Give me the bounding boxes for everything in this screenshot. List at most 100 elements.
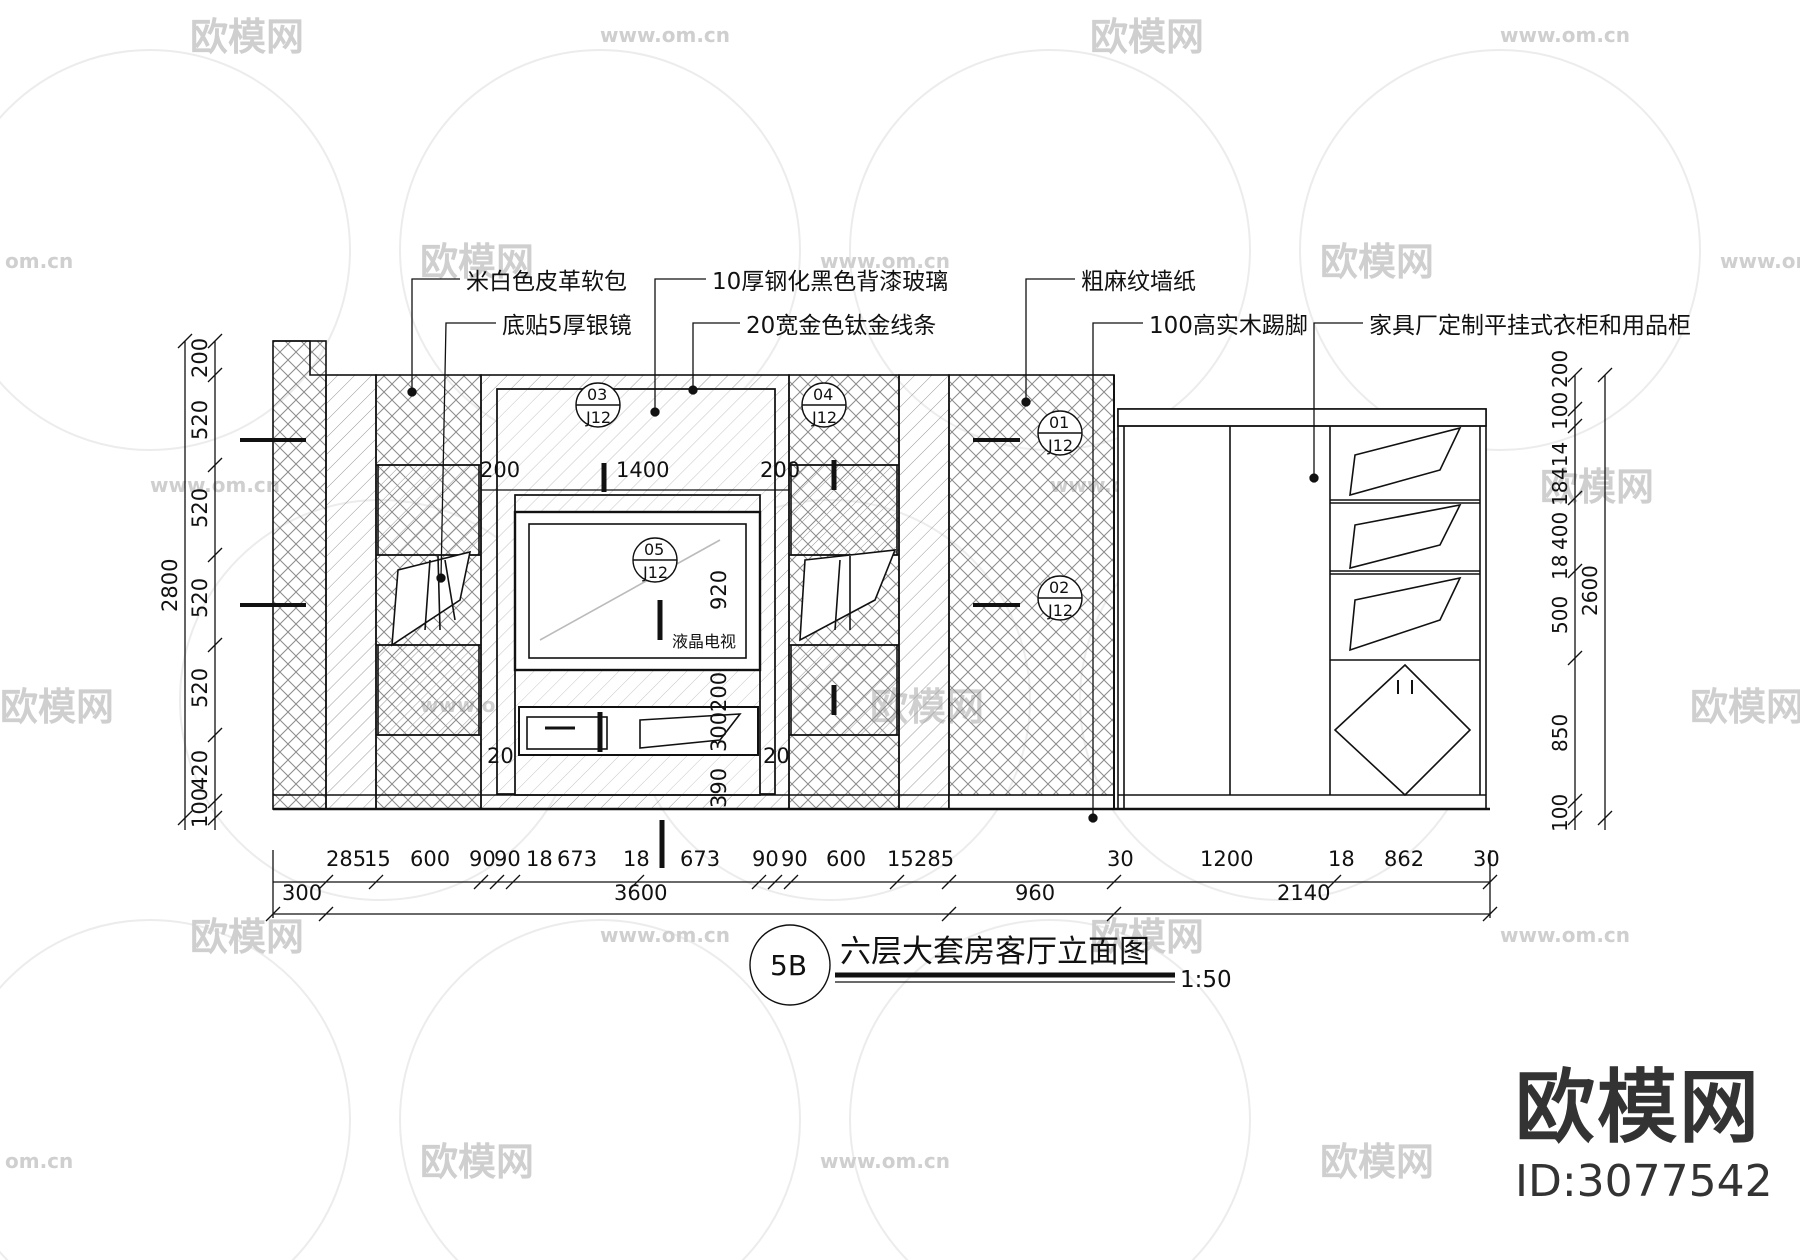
svg-text:18: 18 [1328,847,1355,871]
inner-dimensions: 1400 200 200 920 200 300 390 20 20 [480,458,800,808]
wardrobe-door-diamond [1333,663,1472,797]
svg-text:20: 20 [763,744,790,768]
watermark-logo: 欧模网 [1320,240,1434,284]
watermark-logo: 欧模网 [1540,465,1654,509]
svg-text:05: 05 [644,540,664,559]
left-vertical-labels: 200 520 520 520 520 420 100 2800 [158,338,212,828]
svg-text:520: 520 [188,400,212,440]
svg-text:J12: J12 [811,408,837,427]
svg-text:01: 01 [1049,413,1069,432]
svg-text:1400: 1400 [616,458,669,482]
svg-text:520: 520 [188,488,212,528]
svg-text:3600: 3600 [614,881,667,905]
watermark-site: www.om.cn [600,923,730,947]
svg-text:90: 90 [469,847,496,871]
svg-text:600: 600 [410,847,450,871]
svg-text:04: 04 [813,385,833,404]
watermark-logo: 欧模网 [420,1140,534,1184]
wardrobe [1117,408,1487,810]
svg-text:2140: 2140 [1277,881,1330,905]
svg-text:1200: 1200 [1200,847,1253,871]
bottom-dims [265,850,1498,922]
right-vertical-dims [1567,367,1613,830]
svg-text:200: 200 [707,672,731,712]
svg-text:390: 390 [707,768,731,808]
callout-02: 02 J12 [1037,575,1083,621]
watermark-short: om.cn [5,1149,73,1173]
svg-text:200: 200 [760,458,800,482]
watermark-site: www.om.cn [1500,923,1630,947]
svg-text:J12: J12 [1047,436,1073,455]
label-leather: 米白色皮革软包 [466,269,627,295]
svg-text:420: 420 [188,750,212,790]
title-block: 5B 六层大套房客厅立面图 1:50 [749,924,1232,1006]
svg-text:15: 15 [364,847,391,871]
bottom-dim-labels: 285 15 600 90 90 18 673 18 673 90 90 600… [282,847,1500,905]
title-text: 六层大套房客厅立面图 [840,934,1150,970]
svg-text:200: 200 [480,458,520,482]
callouts: 03 J12 04 J12 05 J12 01 J12 02 J12 [575,382,1083,621]
svg-text:15: 15 [887,847,914,871]
svg-text:850: 850 [1548,714,1572,752]
svg-text:03: 03 [587,385,607,404]
wallpaper-section [948,374,1115,810]
label-tv: 液晶电视 [672,632,736,651]
svg-text:J12: J12 [585,408,611,427]
watermark-logo: 欧模网 [420,240,534,284]
svg-text:30: 30 [1107,847,1134,871]
label-skirting: 100高实木踢脚 [1149,313,1308,339]
callout-01: 01 J12 [1037,410,1083,456]
watermark-logo: 欧模网 [190,15,304,59]
svg-text:18: 18 [1548,555,1572,580]
svg-text:J12: J12 [1047,601,1073,620]
svg-text:300: 300 [282,881,322,905]
watermark-logo: 欧模网 [1690,685,1800,729]
right-vertical-labels: 200 100 414 18 400 18 500 850 100 2600 [1548,350,1602,832]
svg-text:90: 90 [494,847,521,871]
svg-text:414: 414 [1548,442,1572,480]
svg-text:673: 673 [557,847,597,871]
svg-text:18: 18 [623,847,650,871]
svg-text:600: 600 [826,847,866,871]
svg-text:200: 200 [188,338,212,378]
watermark-logo: 欧模网 [1320,1140,1434,1184]
wall-elevation [272,340,1490,868]
svg-text:2600: 2600 [1578,565,1602,616]
svg-text:960: 960 [1015,881,1055,905]
svg-text:100: 100 [1548,794,1572,832]
callout-05: 05 J12 [632,537,678,583]
svg-text:520: 520 [188,668,212,708]
svg-text:920: 920 [707,570,731,610]
svg-text:90: 90 [752,847,779,871]
brand-logo-text: 欧模网 [1515,1061,1761,1154]
watermark-logo: 欧模网 [190,915,304,959]
watermark-logo: 欧模网 [1090,915,1204,959]
svg-text:30: 30 [1473,847,1500,871]
svg-text:862: 862 [1384,847,1424,871]
watermark-site: www.om.cn [1720,249,1800,273]
lcd-tv [513,510,762,672]
watermark-short: om.cn [5,249,73,273]
svg-text:520: 520 [188,578,212,618]
material-labels: 米白色皮革软包 底贴5厚银镜 10厚钢化黑色背漆玻璃 20宽金色钛金线条 粗麻纹… [466,269,1691,651]
right-pilaster [898,374,950,810]
svg-text:200: 200 [1548,350,1572,388]
svg-text:90: 90 [781,847,808,871]
watermark-logo: 欧模网 [0,685,114,729]
left-end-column [272,340,327,810]
label-wardrobe: 家具厂定制平挂式衣柜和用品柜 [1369,313,1691,339]
callout-04: 04 J12 [801,382,847,428]
svg-text:500: 500 [1548,596,1572,634]
label-glass: 10厚钢化黑色背漆玻璃 [712,269,948,295]
svg-text:300: 300 [707,712,731,752]
svg-text:18: 18 [526,847,553,871]
svg-text:18: 18 [1548,481,1572,506]
brand-id: ID:3077542 [1515,1156,1773,1207]
callout-03: 03 J12 [575,382,621,428]
svg-text:02: 02 [1049,578,1069,597]
title-scale: 1:50 [1180,967,1232,993]
svg-text:400: 400 [1548,512,1572,550]
svg-text:100: 100 [188,788,212,828]
watermark-site: www.om.cn [600,23,730,47]
